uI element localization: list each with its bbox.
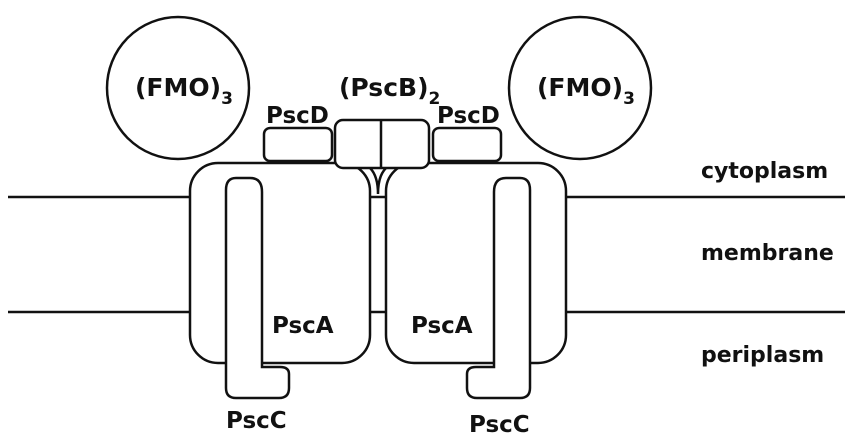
pscd-right-label: PscD: [437, 103, 500, 129]
pscd-left-shape: [262, 126, 334, 163]
pscd-left-label: PscD: [266, 103, 329, 129]
fmo-right-label: (FMO)3: [537, 73, 635, 109]
pscc-left-shape: [224, 176, 291, 400]
psca-right-label: PscA: [411, 313, 473, 339]
fmo-right-circle: [507, 15, 653, 161]
pscd-right-shape: [431, 126, 503, 163]
pscc-right-label: PscC: [469, 412, 530, 438]
pscc-left-label: PscC: [226, 408, 287, 434]
periplasm-label: periplasm: [701, 343, 824, 368]
psca-left-label: PscA: [272, 313, 334, 339]
pscb-stalk: [369, 167, 387, 195]
fmo-left-label: (FMO)3: [135, 73, 233, 109]
pscc-right-shape: [465, 176, 532, 400]
membrane-label: membrane: [701, 241, 834, 266]
cytoplasm-label: cytoplasm: [701, 159, 828, 184]
fmo-left-circle: [105, 15, 251, 161]
pscb-label: (PscB)2: [339, 73, 440, 109]
